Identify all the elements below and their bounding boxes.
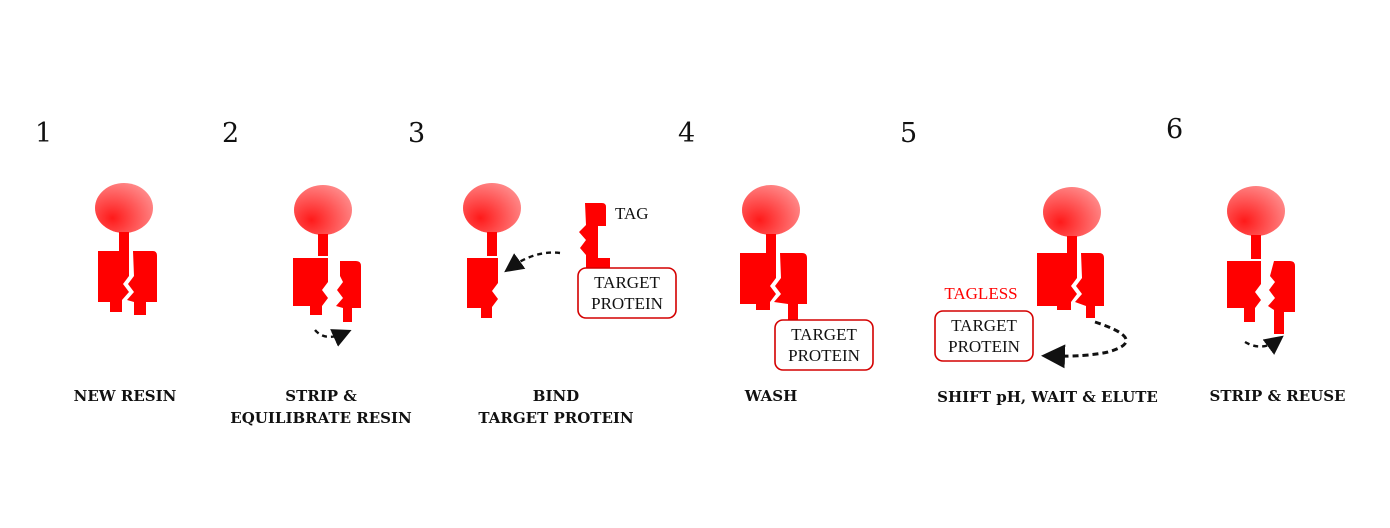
tag-right-block (1268, 261, 1295, 334)
step-number-3: 3 (408, 118, 426, 149)
resin-stalk (119, 232, 129, 252)
resin-left-block (1227, 261, 1261, 322)
resin-bead (742, 185, 800, 235)
target-protein-label-line2: PROTEIN (591, 294, 663, 313)
resin-stalk (318, 234, 328, 256)
resin-left-block (1037, 253, 1077, 310)
step-number-5: 5 (900, 118, 918, 149)
reuse-arrow (1244, 335, 1284, 355)
tag-label: TAG (615, 204, 649, 223)
strip-arrow (314, 329, 352, 347)
caption-step-4: WASH (744, 387, 798, 405)
resin-unit-1 (95, 183, 157, 315)
tag-right-block (336, 261, 361, 322)
resin-stalk (487, 232, 497, 256)
resin-bead (95, 183, 153, 233)
target-protein-box (577, 267, 677, 319)
resin-stalk (766, 234, 776, 254)
resin-left-block (293, 258, 328, 315)
target-protein-label-line2: PROTEIN (948, 337, 1020, 356)
target-protein-box (934, 310, 1034, 362)
affinity-tag (579, 203, 610, 268)
resin-left-block (98, 251, 129, 312)
resin-left-block (740, 253, 776, 310)
step-number-6: 6 (1166, 114, 1184, 145)
resin-bead (294, 185, 352, 235)
tag-right-block (127, 251, 157, 315)
resin-unit-5: TAGLESS TARGET PROTEIN (934, 187, 1128, 369)
resin-bead (1227, 186, 1285, 236)
resin-stalk (1251, 235, 1261, 259)
resin-bead (463, 183, 521, 233)
resin-stalk (1067, 236, 1077, 254)
caption-step-5: SHIFT pH, WAIT & ELUTE (937, 388, 1158, 406)
elute-arrow (1041, 320, 1128, 369)
resin-bead (1043, 187, 1101, 237)
tagless-label: TAGLESS (944, 284, 1017, 303)
caption-step-2: STRIP & EQUILIBRATE RESIN (230, 387, 412, 427)
target-protein-label-line1: TARGET (791, 325, 857, 344)
caption-step-6: STRIP & REUSE (1209, 387, 1346, 405)
step-number-1: 1 (35, 118, 53, 149)
target-protein-label-line1: TARGET (951, 316, 1017, 335)
target-protein-label-line1: TARGET (594, 273, 660, 292)
target-protein-label-line2: PROTEIN (788, 346, 860, 365)
resin-unit-6 (1227, 186, 1295, 355)
bind-arrow (504, 251, 561, 273)
resin-unit-3: TAG TARGET PROTEIN (463, 183, 677, 319)
target-protein-box (774, 319, 874, 371)
step-number-4: 4 (678, 118, 696, 149)
resin-unit-2 (293, 185, 361, 347)
tag-right-block (1075, 253, 1104, 318)
caption-step-3: BIND TARGET PROTEIN (478, 387, 634, 427)
resin-left-block (467, 258, 498, 318)
resin-unit-4: TARGET PROTEIN (740, 185, 874, 371)
tag-right-block (774, 253, 807, 320)
caption-step-1: NEW RESIN (73, 387, 177, 405)
step-number-2: 2 (222, 118, 240, 149)
